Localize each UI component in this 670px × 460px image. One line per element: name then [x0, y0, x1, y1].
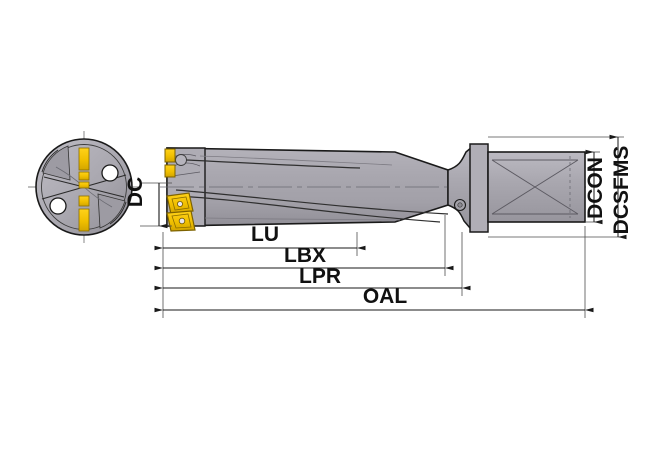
dimension-label-dcon: DCON — [584, 157, 607, 219]
front-cutting-edge-lines — [41, 174, 127, 200]
dimension-lu: LU — [154, 223, 366, 256]
dimension-dcsfms: DCSFMS — [488, 134, 633, 240]
flange-fixing-screw-socket — [457, 202, 463, 208]
dimension-dc: DC — [124, 177, 172, 229]
flute-helix-lines — [175, 159, 449, 223]
shank-flange-collar — [469, 143, 489, 233]
insert-central — [166, 210, 196, 232]
dimension-label-dcsfms: DCSFMS — [610, 146, 633, 235]
dimension-lbx: LBX — [154, 215, 454, 276]
dimension-label-dc: DC — [124, 177, 147, 207]
dimension-dcon: DCON — [584, 149, 607, 225]
flute-shading-lines — [199, 155, 401, 221]
coolant-hole-lower — [49, 197, 67, 215]
dimension-label-lbx: LBX — [284, 244, 326, 267]
insert-peripheral — [166, 192, 194, 215]
dimension-label-oal: OAL — [363, 285, 408, 308]
dimension-lpr: LPR — [154, 232, 471, 296]
dimension-oal: OAL — [154, 226, 594, 318]
side-view-inserts — [164, 148, 196, 232]
shank-cross-hatch — [491, 159, 579, 215]
front-margin-arcs — [41, 149, 127, 225]
insert-upper-edge-2 — [164, 164, 176, 178]
front-insert-segments — [78, 147, 90, 232]
front-view-group — [28, 131, 140, 243]
dimension-label-lu: LU — [251, 223, 279, 246]
side-view-group — [160, 143, 600, 233]
coolant-hole-upper — [101, 164, 119, 182]
tip-screw-detail — [175, 154, 187, 166]
dimension-label-lpr: LPR — [299, 265, 341, 288]
insert-upper-edge — [164, 148, 176, 163]
shank-cylinder — [487, 151, 586, 223]
